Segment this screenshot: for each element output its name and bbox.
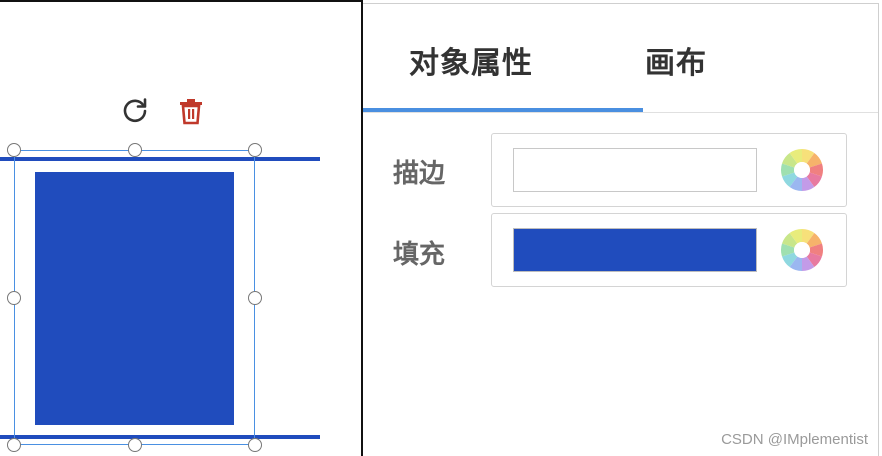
guide-line-bottom [0, 435, 320, 439]
properties-panel: 对象属性 画布 描边 填充 CSDN @IMplementist [363, 0, 882, 456]
stroke-color-swatch[interactable] [513, 148, 757, 192]
fill-color-field [491, 213, 847, 287]
delete-button[interactable] [178, 97, 204, 125]
color-wheel-icon [781, 229, 823, 271]
resize-handle-bottom-left[interactable] [7, 438, 21, 452]
resize-handle-middle-right[interactable] [248, 291, 262, 305]
fill-color-swatch[interactable] [513, 228, 757, 272]
resize-handle-top-middle[interactable] [128, 143, 142, 157]
fill-color-picker-button[interactable] [779, 227, 825, 273]
tab-object-properties[interactable]: 对象属性 [409, 46, 533, 81]
stroke-color-picker-button[interactable] [779, 147, 825, 193]
stroke-color-field [491, 133, 847, 207]
resize-handle-top-left[interactable] [7, 143, 21, 157]
resize-handle-bottom-right[interactable] [248, 438, 262, 452]
blue-rectangle-object[interactable] [35, 172, 234, 425]
panel-right-border [878, 3, 879, 456]
fill-label: 填充 [393, 240, 446, 270]
resize-handle-bottom-middle[interactable] [128, 438, 142, 452]
active-tab-indicator [363, 108, 643, 112]
rotate-icon [123, 98, 147, 123]
watermark: CSDN @IMplementist [721, 431, 868, 448]
stroke-label: 描边 [393, 159, 446, 189]
resize-handle-top-right[interactable] [248, 143, 262, 157]
resize-handle-middle-left[interactable] [7, 291, 21, 305]
guide-line-top [0, 157, 320, 161]
color-wheel-icon [781, 149, 823, 191]
tab-canvas[interactable]: 画布 [645, 46, 707, 81]
canvas-area[interactable] [0, 0, 362, 456]
panel-divider [361, 0, 363, 456]
canvas-top-border [0, 0, 362, 2]
panel-top-border [363, 3, 878, 4]
rotate-button[interactable] [121, 96, 149, 124]
tab-bar-underline [363, 112, 878, 113]
selection-box [14, 150, 255, 445]
trash-icon [180, 99, 202, 125]
